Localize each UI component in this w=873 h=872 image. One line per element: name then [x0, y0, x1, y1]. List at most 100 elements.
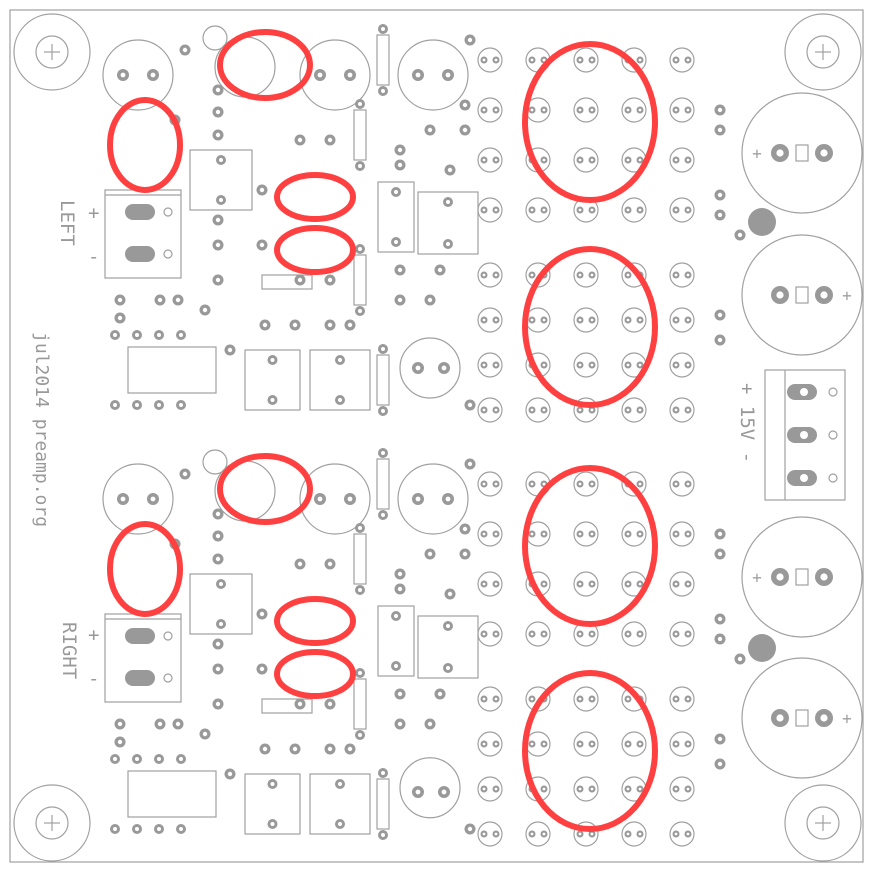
transistor-outline	[621, 686, 647, 712]
pad	[163, 207, 173, 217]
pad-hole	[578, 632, 582, 636]
pad-hole	[626, 697, 630, 701]
right-plus-label: +	[88, 624, 100, 646]
resistor	[353, 254, 367, 306]
pad	[163, 249, 173, 259]
pad-hole	[674, 482, 678, 486]
highlight-ellipse	[522, 41, 658, 203]
pad-hole	[800, 388, 808, 396]
pad-hole	[717, 736, 723, 742]
pad-hole	[578, 582, 582, 586]
pad-hole	[157, 333, 161, 337]
pad-hole	[397, 147, 403, 153]
pad-hole	[626, 363, 630, 367]
film-capacitor	[377, 605, 415, 677]
mounting-hole	[806, 806, 840, 840]
highlight-ellipse	[274, 225, 356, 275]
transistor-outline	[573, 307, 599, 333]
film-capacitor	[309, 349, 371, 411]
pad-hole	[626, 532, 630, 536]
pad-hole	[590, 697, 594, 701]
pad-hole	[338, 782, 342, 786]
pad-hole	[327, 561, 333, 567]
mounting-pad	[748, 634, 776, 662]
pad-hole	[445, 496, 451, 502]
pad-hole	[494, 832, 498, 836]
pad-hole	[381, 27, 385, 31]
pad-hole	[686, 742, 690, 746]
pad-hole	[530, 273, 534, 277]
pad-hole	[578, 273, 582, 277]
transistor-outline	[669, 686, 695, 712]
pad-hole	[259, 187, 265, 193]
transistor-outline	[477, 262, 503, 288]
pad-hole	[686, 787, 690, 791]
capacitor	[399, 337, 461, 399]
pad-hole	[590, 108, 594, 112]
pad-hole	[717, 127, 723, 133]
pad-hole	[397, 586, 403, 592]
transistor-outline	[573, 571, 599, 597]
pad-hole	[175, 297, 181, 303]
mounting-hole	[35, 806, 69, 840]
pad-hole	[717, 531, 723, 537]
transistor-outline	[669, 621, 695, 647]
highlight-ellipse	[274, 596, 356, 646]
highlight-ellipse	[522, 670, 658, 832]
pad-hole	[776, 714, 784, 722]
pad-hole	[135, 403, 139, 407]
pad-hole	[542, 108, 546, 112]
pad-hole	[530, 832, 534, 836]
pad-hole	[135, 757, 139, 761]
pad-hole	[215, 87, 221, 93]
pad-hole	[590, 632, 594, 636]
polarity-mark: +	[842, 286, 852, 305]
transistor-outline	[621, 197, 647, 223]
pad-hole	[394, 614, 398, 618]
pad-hole	[347, 496, 353, 502]
pad-hole	[590, 787, 594, 791]
pad-hole	[297, 137, 303, 143]
pad-hole	[397, 571, 403, 577]
transistor-outline	[669, 197, 695, 223]
pad-hole	[215, 217, 221, 223]
pad-hole	[578, 532, 582, 536]
pad-hole	[358, 588, 362, 592]
pad-hole	[150, 496, 156, 502]
pad-hole	[542, 482, 546, 486]
highlight-ellipse	[107, 521, 183, 617]
pad-hole	[397, 267, 403, 273]
pad-hole	[113, 757, 117, 761]
pad-hole	[674, 787, 678, 791]
pad-hole	[270, 358, 275, 362]
pad-hole	[578, 58, 582, 62]
pad-hole	[467, 826, 473, 832]
pad-hole	[686, 632, 690, 636]
pad-hole	[578, 108, 582, 112]
transistor-outline	[621, 731, 647, 757]
pad-hole	[182, 47, 188, 53]
pad-hole	[638, 532, 642, 536]
pad-hole	[820, 714, 828, 722]
pad-hole	[381, 451, 385, 455]
op-amp-ic	[127, 770, 217, 818]
pad-hole	[590, 158, 594, 162]
pad-hole	[270, 782, 275, 786]
pad-hole	[317, 72, 323, 78]
pad-hole	[542, 532, 546, 536]
pad-hole	[462, 526, 468, 532]
pad	[163, 631, 173, 641]
pad-hole	[202, 731, 208, 737]
transistor-outline	[525, 262, 551, 288]
pad-hole	[530, 408, 534, 412]
pad-hole	[262, 746, 268, 752]
pad-hole	[638, 742, 642, 746]
pad-hole	[394, 240, 398, 244]
pad-hole	[270, 822, 275, 826]
resistor	[261, 698, 313, 714]
film-capacitor	[417, 615, 479, 679]
pad	[828, 430, 838, 440]
pad-hole	[530, 632, 534, 636]
pad-hole	[674, 273, 678, 277]
pad-hole	[157, 827, 161, 831]
